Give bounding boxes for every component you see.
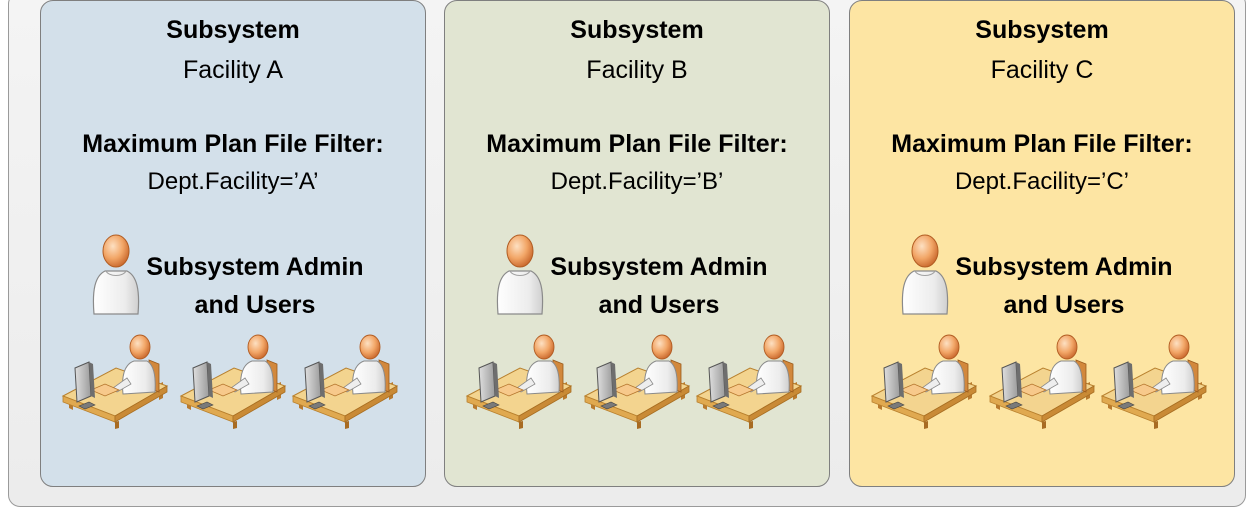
filter-title: Maximum Plan File Filter:: [891, 130, 1193, 158]
admin-label-line1: Subsystem Admin: [146, 253, 364, 281]
workstation-icon: [583, 334, 691, 430]
facility-c-panel: Subsystem Facility C Maximum Plan File F…: [849, 0, 1235, 487]
workstation-icon: [291, 334, 399, 430]
facility-b-panel: Subsystem Facility B Maximum Plan File F…: [444, 0, 830, 487]
person-icon: [91, 230, 141, 316]
person-icon: [495, 230, 545, 316]
panel-title: Subsystem: [570, 16, 704, 44]
admin-users-label: Subsystem Admin and Users: [545, 248, 773, 324]
admin-users-label: Subsystem Admin and Users: [141, 248, 369, 324]
workstation-icon: [61, 334, 169, 430]
admin-label-line2: and Users: [194, 291, 316, 319]
workstation-icon: [179, 334, 287, 430]
facility-a-panel: Subsystem Facility A Maximum Plan File F…: [40, 0, 426, 487]
workstation-icon: [988, 334, 1096, 430]
admin-label-line2: and Users: [598, 291, 720, 319]
admin-users-label: Subsystem Admin and Users: [950, 248, 1178, 324]
workstation-icon: [870, 334, 978, 430]
outer-container: Subsystem Facility A Maximum Plan File F…: [8, 0, 1246, 507]
panel-title: Subsystem: [975, 16, 1109, 44]
panel-subtitle: Facility C: [990, 56, 1094, 84]
admin-label-line1: Subsystem Admin: [955, 253, 1173, 281]
filter-title: Maximum Plan File Filter:: [82, 130, 384, 158]
filter-value: Dept.Facility=’C’: [954, 168, 1130, 195]
filter-value: Dept.Facility=’B’: [550, 168, 724, 195]
panel-subtitle: Facility A: [182, 56, 284, 84]
person-icon: [900, 230, 950, 316]
filter-title: Maximum Plan File Filter:: [486, 130, 788, 158]
panel-title: Subsystem: [166, 16, 300, 44]
filter-value: Dept.Facility=’A’: [147, 168, 319, 195]
workstation-icon: [1100, 334, 1208, 430]
admin-label-line2: and Users: [1003, 291, 1125, 319]
panel-subtitle: Facility B: [586, 56, 688, 84]
workstation-icon: [695, 334, 803, 430]
admin-label-line1: Subsystem Admin: [550, 253, 768, 281]
workstation-icon: [465, 334, 573, 430]
